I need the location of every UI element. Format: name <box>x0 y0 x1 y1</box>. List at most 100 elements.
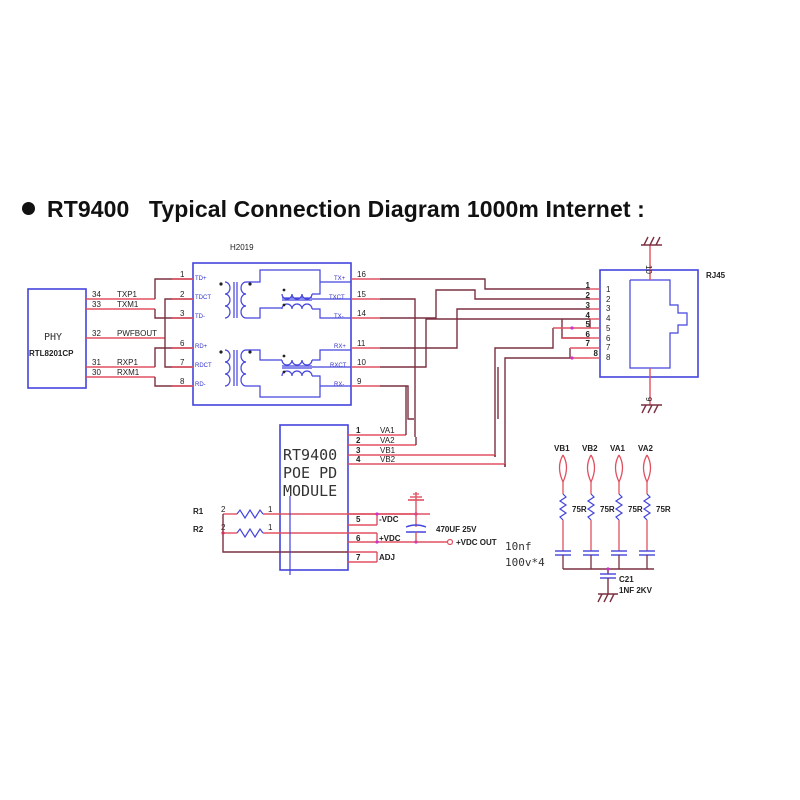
term-net-label: VB2 <box>582 444 598 453</box>
xfmr-pin-name: RD- <box>195 382 206 388</box>
transformer-body <box>192 262 352 406</box>
xfmr-pin-name: TX+ <box>334 276 346 282</box>
poe-pin-num: 6 <box>356 534 361 543</box>
transformer-label: H2019 <box>230 243 254 252</box>
poe-pin-num: 2 <box>356 436 361 445</box>
r1-pin: 2 <box>221 505 226 514</box>
cap-value: 470UF 25V <box>436 525 477 534</box>
phy-pin-name: PWFBOUT <box>117 329 157 338</box>
xfmr-pin-num: 1 <box>180 270 185 279</box>
vdc-out-label: +VDC OUT <box>456 538 497 547</box>
cap-note-2: 100v*4 <box>505 556 545 569</box>
r2-label: R2 <box>193 525 204 534</box>
resistor-icon <box>614 493 624 521</box>
diagram-title: RT9400 Typical Connection Diagram 1000m … <box>22 196 645 223</box>
ground-icon <box>597 593 618 603</box>
poe-pin-name: +VDC <box>379 534 401 543</box>
rj45-label: RJ45 <box>706 271 726 280</box>
ferrite-icon <box>586 454 596 484</box>
adj-resistors: R1 R2 2 1 2 1 <box>193 496 430 575</box>
xfmr-pin-name: RX+ <box>334 344 346 350</box>
phy-label: PHY <box>44 332 62 343</box>
rj45-net-num: 2 <box>586 291 591 300</box>
phy-pin-num: 33 <box>92 300 101 309</box>
xfmr-pin-name: TDCT <box>195 295 211 301</box>
poe-pin-name: VA2 <box>380 436 395 445</box>
phy-part: RTL8201CP <box>29 349 74 358</box>
xfmr-pin-name: RDCT <box>195 363 212 369</box>
termination-leg <box>555 454 571 569</box>
phy-pin-name: TXP1 <box>117 290 138 299</box>
vdc-out-terminal <box>446 538 454 546</box>
termination-network: 10nf 100v*4 VB1 VB2 VA1 VA2 75R 75R 75R … <box>505 444 671 603</box>
rj45-pin: 7 <box>606 343 611 352</box>
xfmr-pin-num: 7 <box>180 358 185 367</box>
xfmr-pin-name: TD+ <box>195 276 207 282</box>
poe-pin-name: VA1 <box>380 426 395 435</box>
xfmr-pin-name: TXCT <box>329 295 345 301</box>
xfmr-pin-name: RXCT <box>330 363 347 369</box>
rj45-pin: 6 <box>606 334 611 343</box>
phy-pin-num: 34 <box>92 290 101 299</box>
rj45-jack-outline <box>629 279 688 369</box>
poe-pin-name: -VDC <box>379 515 399 524</box>
poe-pin-num: 3 <box>356 446 361 455</box>
xfmr-pin-num: 8 <box>180 377 185 386</box>
poe-pin-num: 1 <box>356 426 361 435</box>
title-chip: RT9400 <box>47 196 130 222</box>
xfmr-pin-num: 3 <box>180 309 185 318</box>
transformer-h2019: H2019 1 2 3 6 7 8 TD+ TDCT TD- RD+ RDCT … <box>172 243 380 406</box>
r1-pin: 1 <box>268 505 273 514</box>
xfmr-pin-num: 16 <box>357 270 366 279</box>
ground-icon <box>641 236 662 246</box>
rj45-body <box>599 269 699 378</box>
resistor-icon <box>642 493 652 521</box>
c21-ref: C21 <box>619 575 634 584</box>
rj45-pin: 2 <box>606 295 611 304</box>
xfmr-pin-num: 15 <box>357 290 366 299</box>
bullet-icon <box>22 202 35 216</box>
capacitor-icon <box>405 524 427 528</box>
poe-line2: POE PD <box>283 464 337 482</box>
rj45-net-num: 3 <box>586 301 591 310</box>
rx-transformer-coils <box>219 349 351 398</box>
term-res-value: 75R <box>628 505 643 514</box>
rj45-net-num: 6 <box>586 330 591 339</box>
rj45-pin: 3 <box>606 304 611 313</box>
output-capacitor: 470UF 25V +VDC OUT <box>375 492 497 547</box>
xfmr-pin-num: 6 <box>180 339 185 348</box>
poe-pin-name: ADJ <box>379 553 395 562</box>
xfmr-pin-num: 9 <box>357 377 362 386</box>
tx-transformer-coils <box>219 269 351 319</box>
xfmr-pin-name: TD- <box>195 314 205 320</box>
r2-pin: 1 <box>268 523 273 532</box>
resistor-icon <box>558 493 568 521</box>
term-res-value: 75R <box>572 505 587 514</box>
poe-pin-num: 7 <box>356 553 361 562</box>
phy-pin-name: RXM1 <box>117 368 140 377</box>
xfmr-pin-num: 14 <box>357 309 366 318</box>
ferrite-icon <box>642 454 652 484</box>
phy-pin-name: RXP1 <box>117 358 138 367</box>
poe-line1: RT9400 <box>283 446 337 464</box>
term-net-label: VB1 <box>554 444 570 453</box>
phy-transformer-wires <box>154 278 193 387</box>
ferrite-icon <box>614 454 624 484</box>
resistor-icon <box>586 493 596 521</box>
poe-module-body <box>279 424 349 571</box>
poe-line3: MODULE <box>283 482 337 500</box>
xfmr-pin-num: 10 <box>357 358 366 367</box>
phy-pin-num: 32 <box>92 329 101 338</box>
term-net-label: VA2 <box>638 444 654 453</box>
xfmr-pin-num: 2 <box>180 290 185 299</box>
term-res-value: 75R <box>600 505 615 514</box>
rj45-net-num: 4 <box>586 311 591 320</box>
rj45-net-num: 1 <box>586 281 591 290</box>
phy-pin-num: 31 <box>92 358 101 367</box>
term-net-label: VA1 <box>610 444 626 453</box>
phy-pin-name: TXM1 <box>117 300 139 309</box>
ferrite-icon <box>558 454 568 484</box>
c21-value: 1NF 2KV <box>619 586 653 595</box>
rj45-pin: 4 <box>606 314 611 323</box>
